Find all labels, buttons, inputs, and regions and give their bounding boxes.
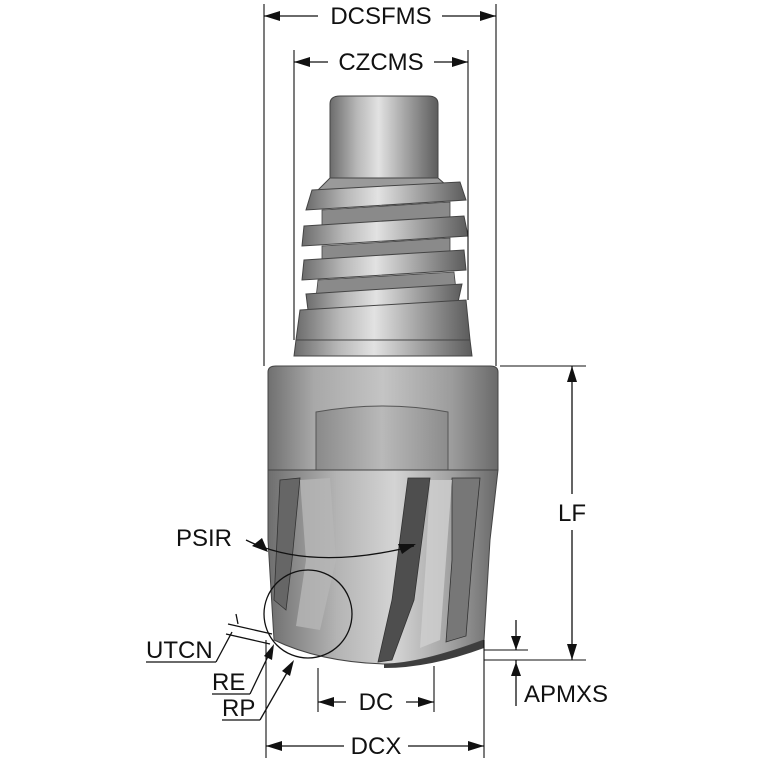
dim-apmxs: APMXS: [484, 620, 608, 708]
dim-utcn: UTCN: [146, 613, 273, 664]
dim-czcms: CZCMS: [293, 49, 469, 340]
dim-dcx: DCX: [265, 640, 485, 760]
flute: [377, 477, 431, 663]
label-czcms: CZCMS: [338, 49, 423, 76]
label-utcn: UTCN: [146, 637, 213, 664]
thread: [301, 181, 469, 311]
dim-re: RE: [212, 644, 274, 696]
label-re: RE: [212, 669, 245, 696]
wrench-flat: [315, 405, 449, 483]
label-dc: DC: [359, 689, 394, 716]
flute: [273, 477, 301, 611]
tool-head: [267, 469, 499, 668]
dim-rp: RP: [222, 660, 294, 722]
tool-body: [267, 365, 499, 483]
dim-lf: LF: [484, 365, 586, 661]
dim-dcsfms: DCSFMS: [263, 3, 497, 366]
label-apmxs: APMXS: [524, 681, 608, 708]
label-psir: PSIR: [176, 525, 232, 552]
dim-dc: DC: [317, 666, 435, 716]
corner-radius-circle: [263, 569, 353, 659]
label-rp: RP: [222, 695, 255, 722]
label-dcsfms: DCSFMS: [330, 3, 431, 30]
tool-shank: [293, 95, 473, 357]
label-dcx: DCX: [351, 733, 402, 760]
dim-psir: PSIR: [176, 525, 416, 559]
label-lf: LF: [558, 500, 586, 527]
flute: [445, 477, 481, 643]
